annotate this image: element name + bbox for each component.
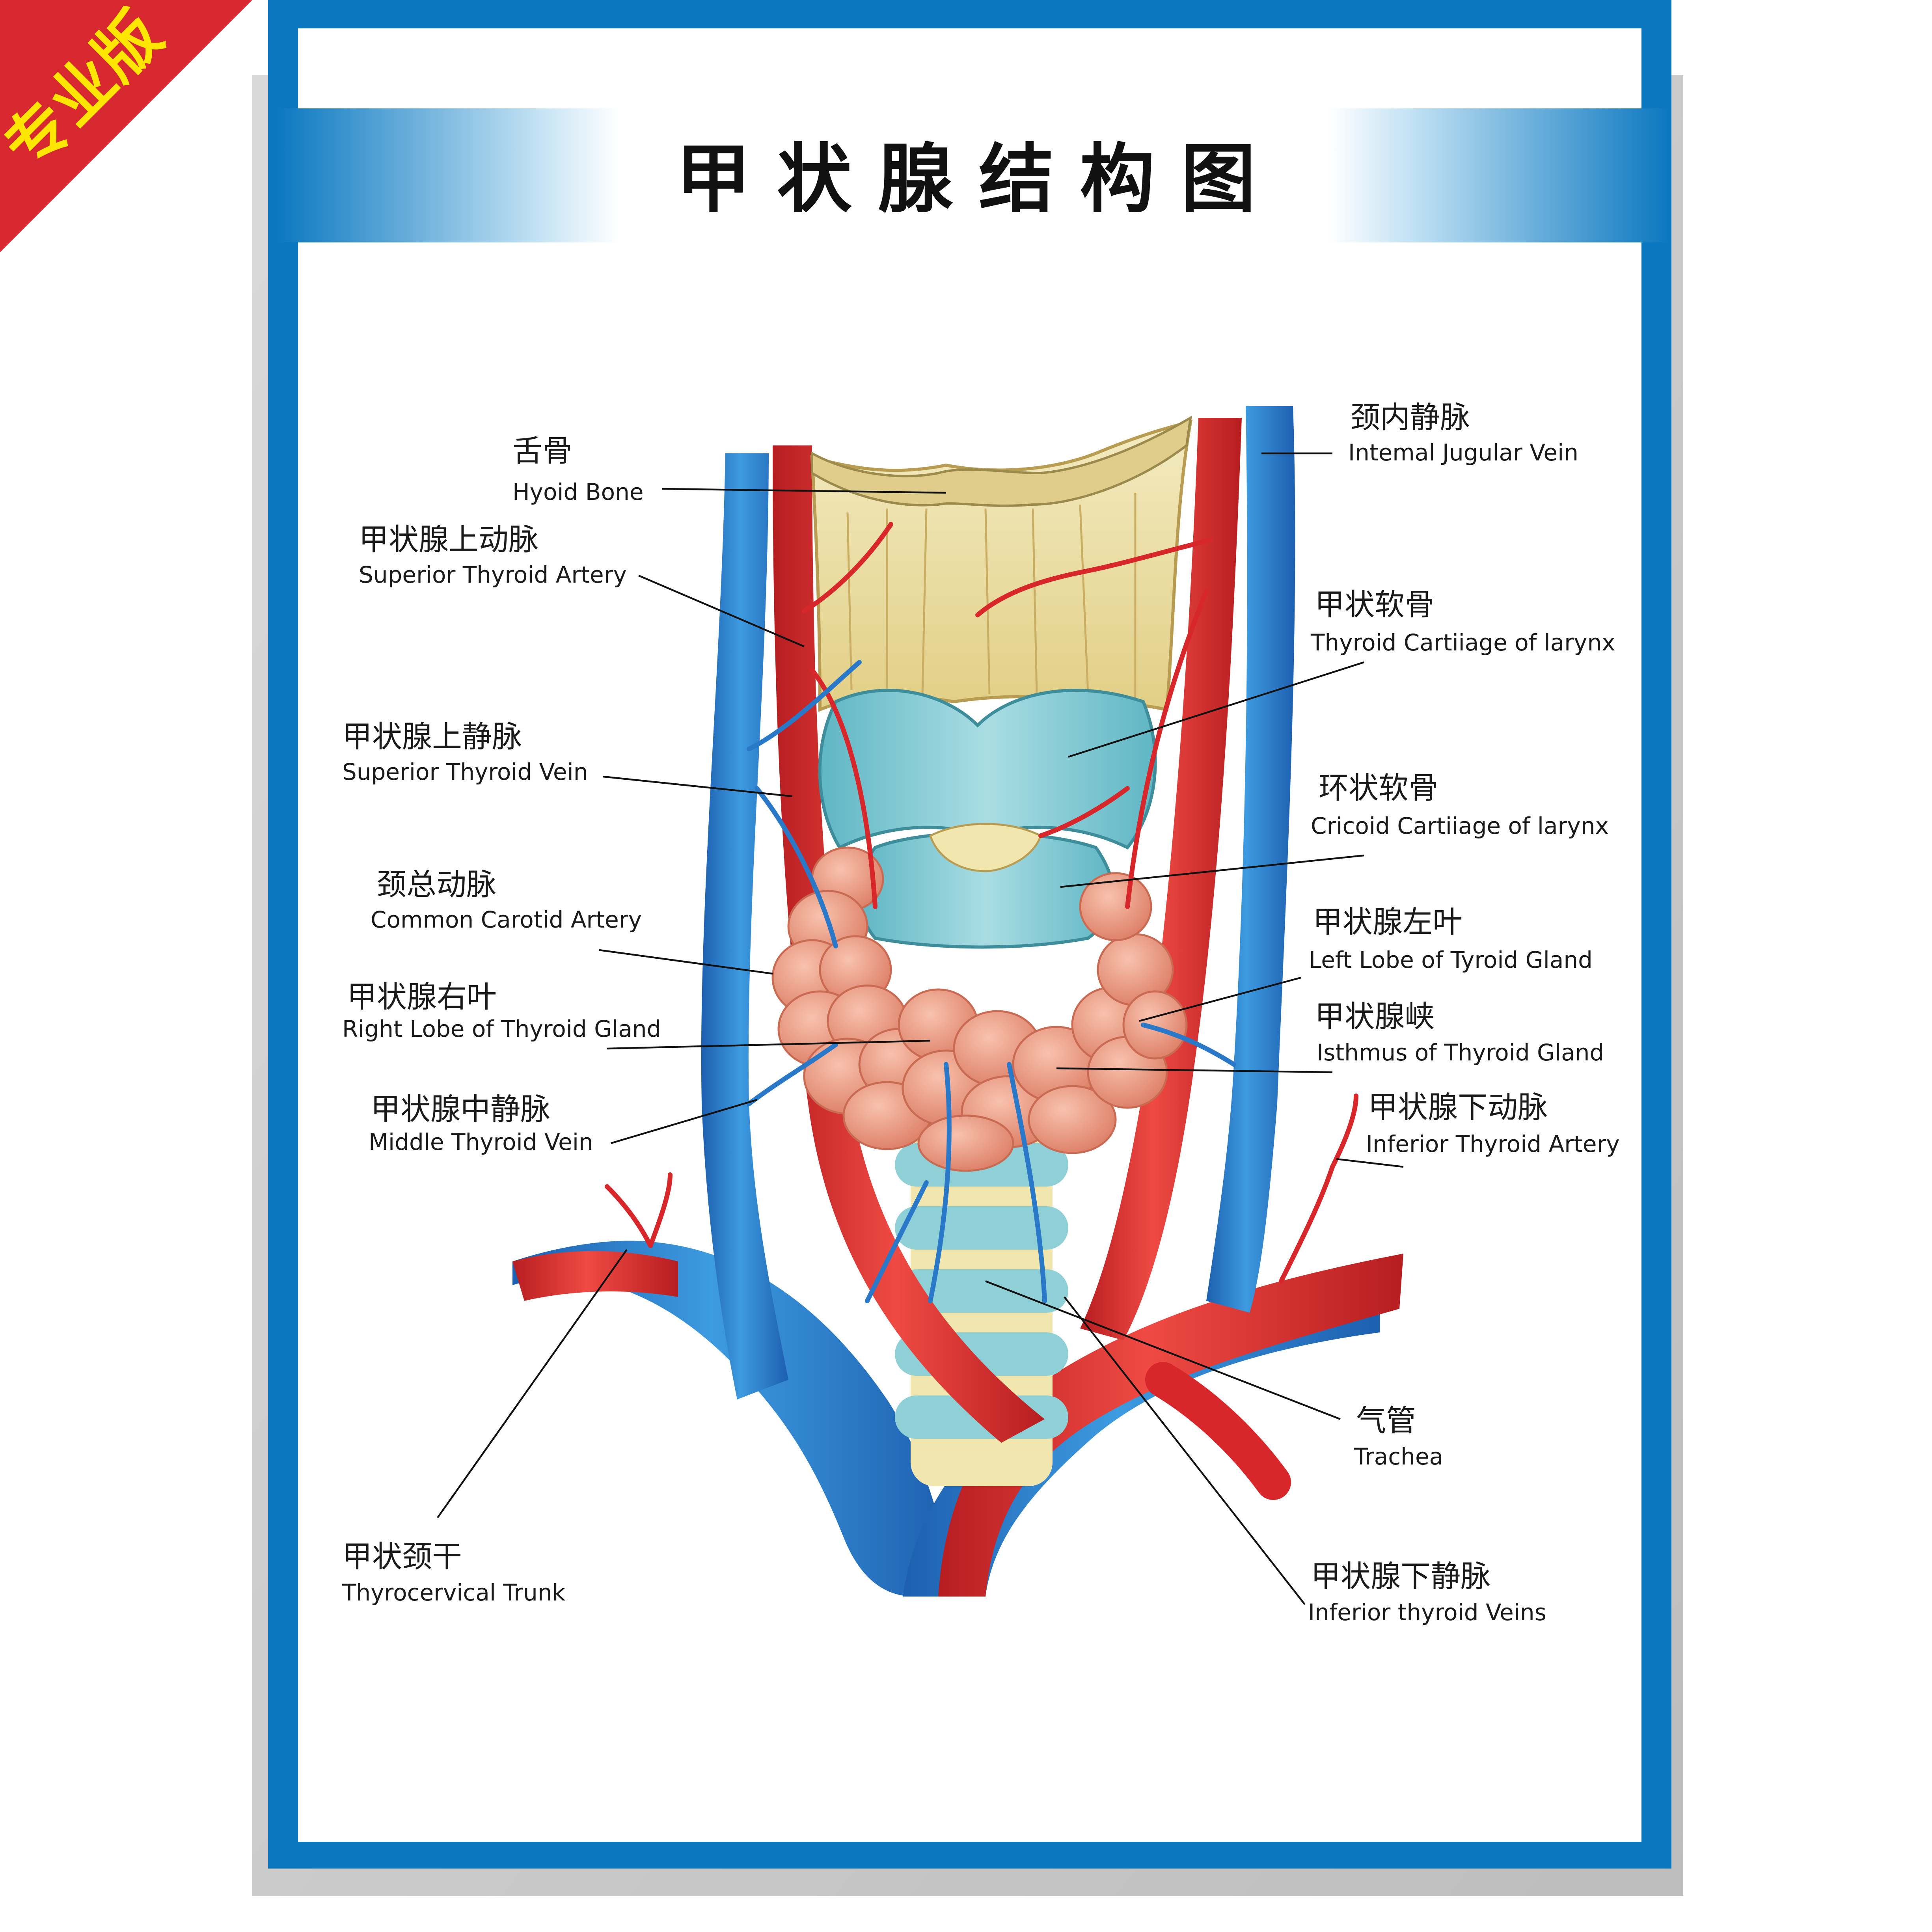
leader-hyoid	[662, 488, 946, 494]
thyroid-illustration	[512, 406, 1403, 1597]
label-isthmus-en: Isthmus of Thyroid Gland	[1317, 1039, 1604, 1066]
label-right-lobe-en: Right Lobe of Thyroid Gland	[342, 1015, 661, 1042]
left-carotid-artery	[1080, 418, 1242, 1340]
label-mid-vein-en: Middle Thyroid Vein	[369, 1129, 593, 1155]
label-jugular-cn: 颈内静脉	[1350, 400, 1470, 435]
label-mid-vein-cn: 甲状腺中静脉	[371, 1092, 550, 1127]
leader-mid-vein	[611, 1099, 757, 1144]
label-cricoid-cn: 环状软骨	[1319, 770, 1438, 805]
leader-trunk	[437, 1249, 628, 1518]
left-jugular-vein	[1206, 406, 1295, 1313]
leader-thyroid-cart	[1068, 661, 1364, 758]
label-sup-vein-cn: 甲状腺上静脉	[342, 719, 522, 754]
label-trachea-en: Trachea	[1354, 1443, 1443, 1470]
leader-left-lobe	[1139, 976, 1301, 1022]
label-sup-vein-en: Superior Thyroid Vein	[342, 758, 588, 785]
leader-carotid	[599, 949, 773, 975]
leader-inf-veins	[1064, 1296, 1306, 1605]
leader-sup-vein	[603, 775, 793, 797]
label-thyroid-cart-en: Thyroid Cartiiage of larynx	[1310, 629, 1615, 656]
label-trachea-cn: 气管	[1356, 1403, 1416, 1438]
hyoid-bone	[811, 415, 1192, 507]
title-bar-left	[276, 108, 619, 242]
leader-lines	[437, 452, 1404, 1605]
label-trunk-en: Thyrocervical Trunk	[342, 1579, 566, 1606]
label-inf-veins-cn: 甲状腺下静脉	[1311, 1559, 1490, 1594]
leader-sup-artery	[638, 574, 805, 648]
leader-cricoid	[1060, 854, 1364, 888]
label-thyroid-cart-cn: 甲状软骨	[1315, 587, 1435, 622]
cricothyroid-membrane	[929, 823, 1042, 872]
label-inf-artery-en: Inferior Thyroid Artery	[1366, 1131, 1620, 1157]
membrane-striations	[846, 493, 1136, 702]
subclavian-arteries	[512, 1251, 1403, 1597]
label-trunk-cn: 甲状颈干	[342, 1539, 462, 1574]
brachiocephalic-veins	[512, 1241, 1380, 1597]
label-sup-artery-en: Superior Thyroid Artery	[359, 561, 627, 588]
leader-right-lobe	[607, 1040, 931, 1050]
label-inf-veins-en: Inferior thyroid Veins	[1308, 1599, 1546, 1626]
label-inf-artery-cn: 甲状腺下动脉	[1368, 1090, 1548, 1125]
badge-ribbon	[0, 0, 252, 252]
page-title: 甲 状 腺 结 构 图	[676, 136, 1256, 223]
label-hyoid-en: Hyoid Bone	[512, 479, 644, 505]
label-carotid-cn: 颈总动脉	[376, 867, 496, 902]
thyroid-vein-branches	[747, 660, 1236, 1303]
right-jugular-vein	[701, 453, 788, 1399]
label-left-lobe-cn: 甲状腺左叶	[1313, 904, 1463, 939]
label-right-lobe-cn: 甲状腺右叶	[347, 979, 497, 1014]
label-jugular-en: Intemal Jugular Vein	[1348, 439, 1578, 466]
thyroid-gland	[771, 846, 1188, 1172]
label-hyoid-cn: 舌骨	[512, 433, 572, 468]
leader-trachea	[985, 1280, 1341, 1420]
labels-right: 颈内静脉 Intemal Jugular Vein 甲状软骨 Thyroid C…	[1308, 400, 1620, 1626]
right-carotid-artery	[773, 445, 1045, 1443]
title-bar-right	[1328, 108, 1671, 242]
thyroid-artery-branches	[605, 522, 1358, 1284]
label-sup-artery-cn: 甲状腺上动脉	[359, 522, 538, 557]
label-isthmus-cn: 甲状腺峡	[1315, 999, 1435, 1034]
leader-inf-artery	[1336, 1158, 1404, 1168]
leader-isthmus	[1056, 1067, 1333, 1073]
label-carotid-en: Common Carotid Artery	[371, 906, 642, 933]
labels-left: 舌骨 Hyoid Bone 甲状腺上动脉 Superior Thyroid Ar…	[342, 433, 661, 1606]
label-cricoid-en: Cricoid Cartiiage of larynx	[1311, 812, 1609, 839]
label-left-lobe-en: Left Lobe of Tyroid Gland	[1309, 946, 1593, 973]
